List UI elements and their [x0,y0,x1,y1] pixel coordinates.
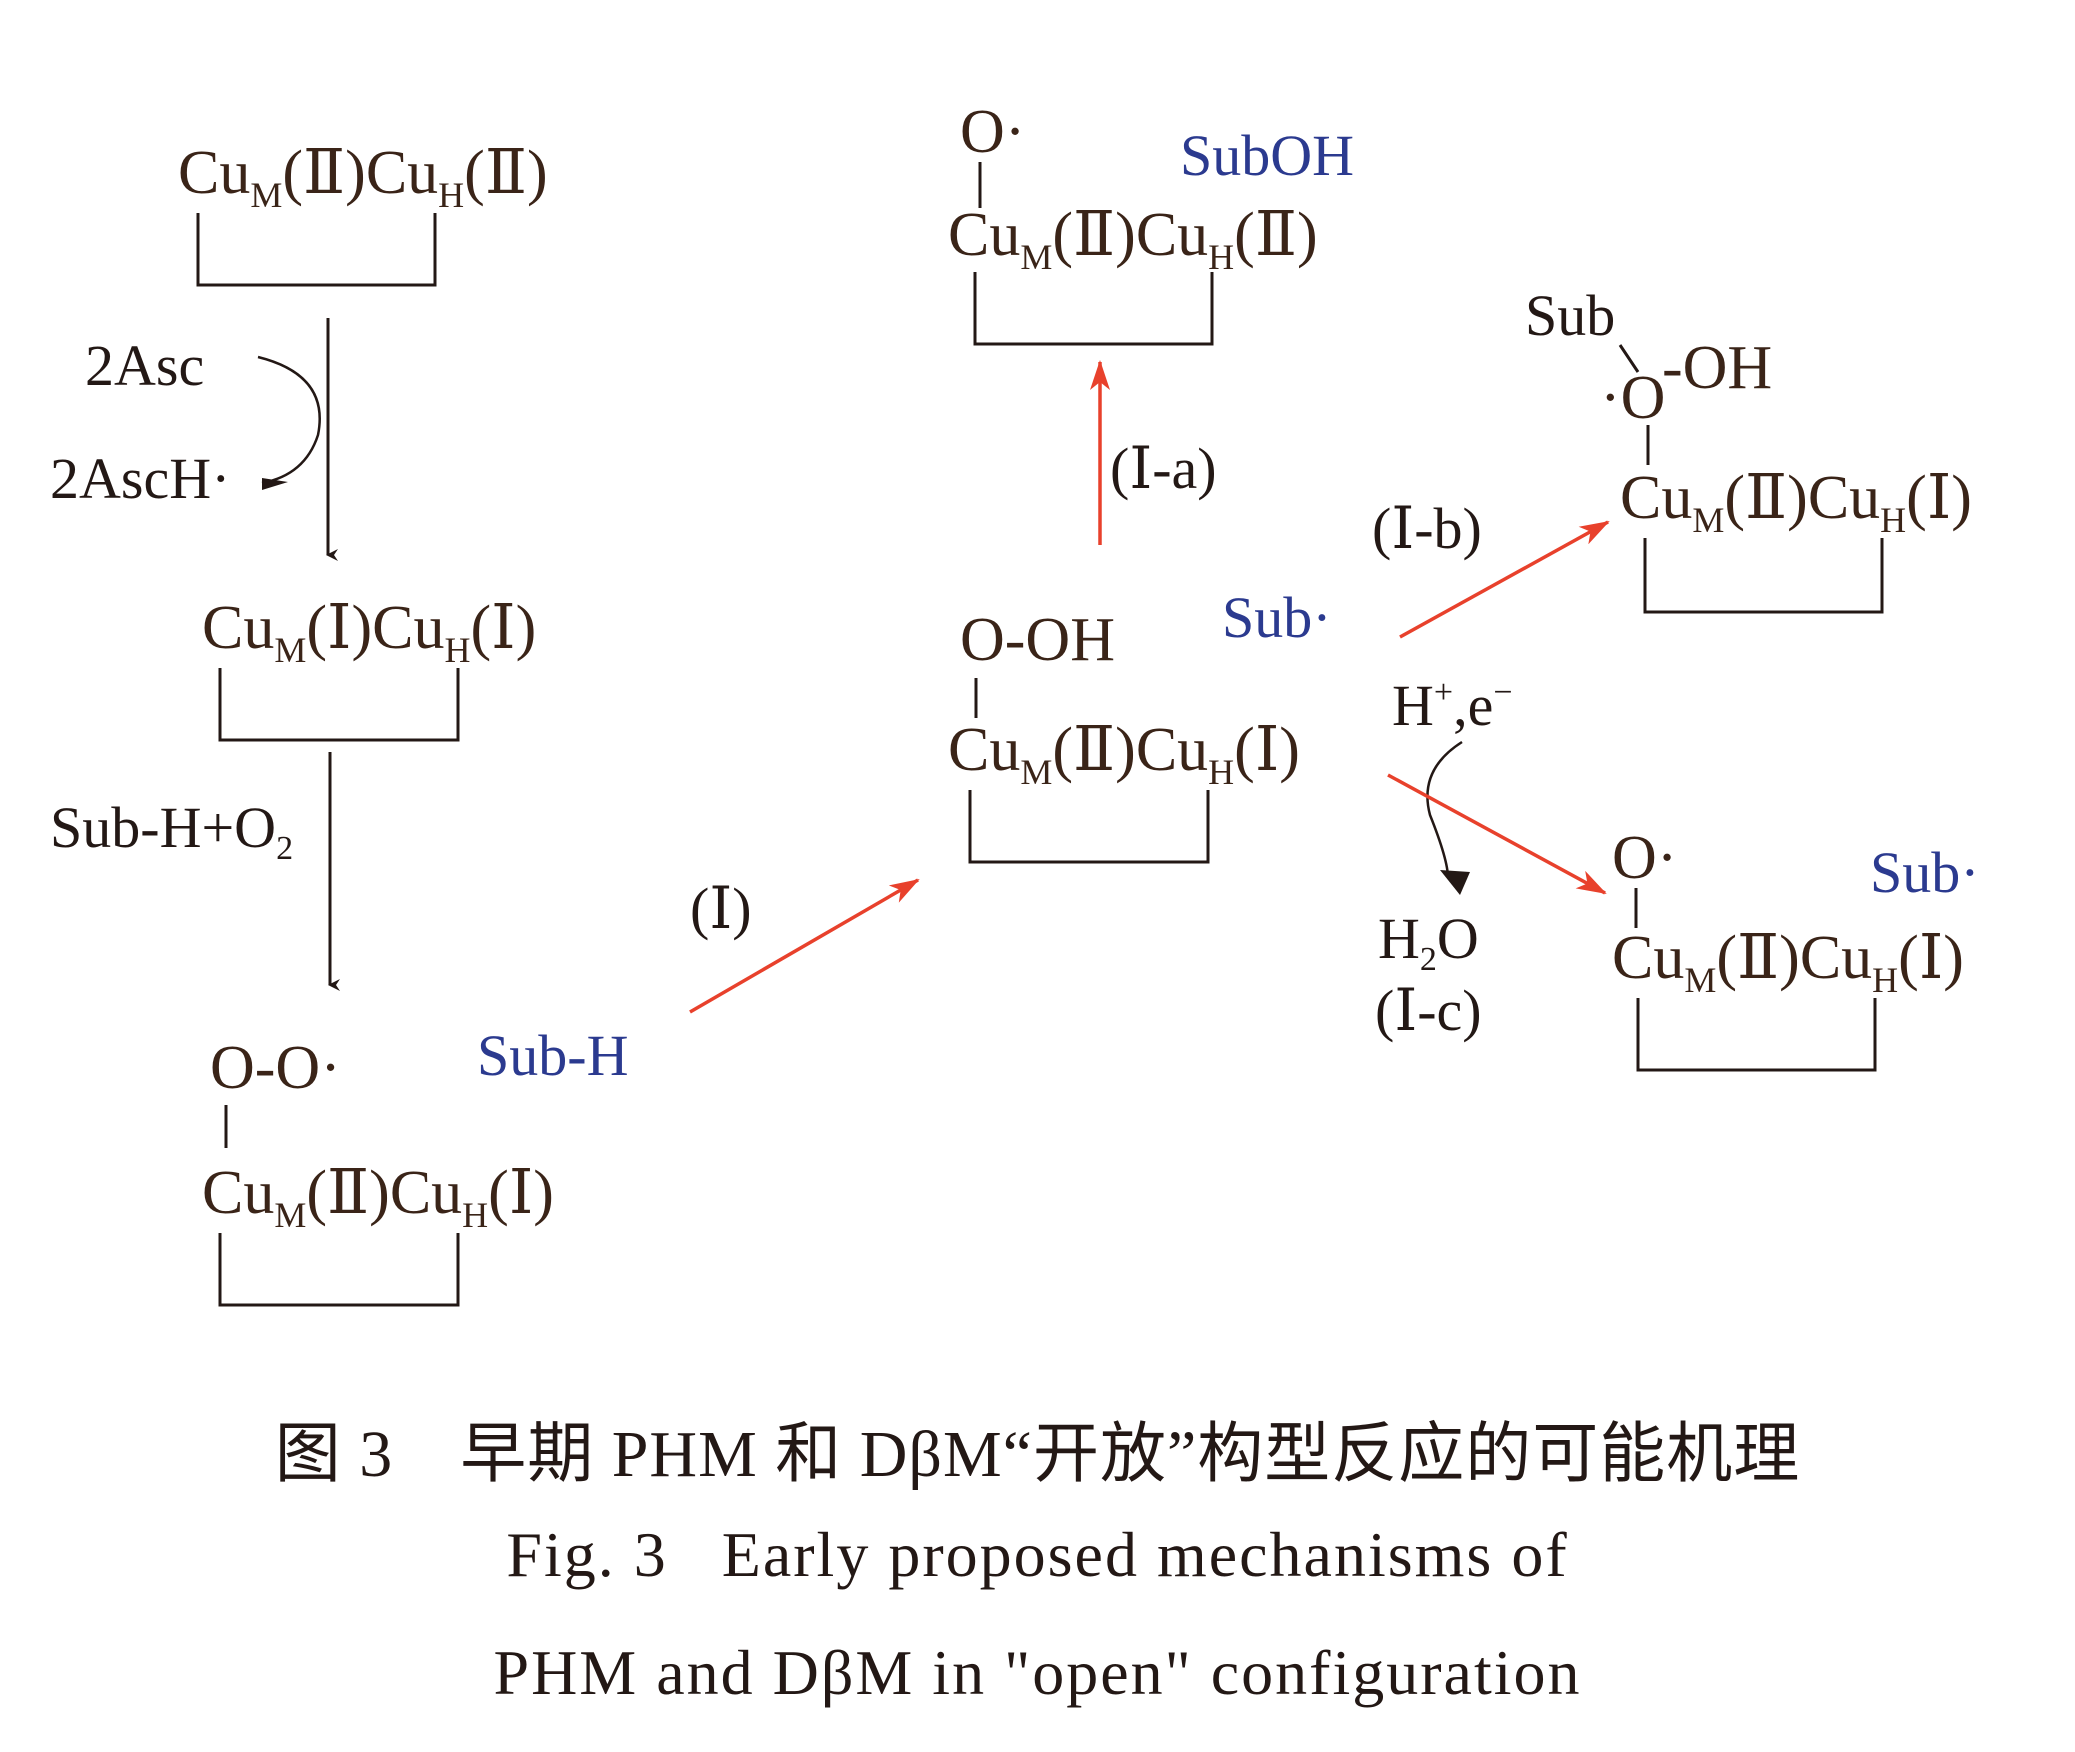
asc-label: 2Asc [85,333,204,398]
complex-oxyl-cuII-cuI: O· CuM(Ⅱ)CuH(Ⅰ) [1612,824,1964,1072]
oh-label: -OH [1662,334,1772,402]
oxyl-label: O· [960,98,1025,166]
cu-h-oxidation: (Ⅱ) [464,139,547,207]
proton-electron-label: H+,e− [1392,673,1513,738]
path-I-label: (Ⅰ) [690,876,752,941]
complex-cuI-cuI: CuM(Ⅰ)CuH(Ⅰ) [202,594,536,742]
path-Ib-label: (Ⅰ-b) [1372,496,1482,561]
cu-h-subscript: H [438,175,464,215]
cu-m-oxidation: (Ⅱ) [282,139,365,207]
svg-text:CuM(Ⅱ)CuH(Ⅰ): CuM(Ⅱ)CuH(Ⅰ) [948,716,1300,792]
arrow-path-Ic [1387,773,1607,895]
o-radical-label: ·O [1600,364,1665,432]
oxyl-label: O· [1612,824,1677,892]
bridge-line [218,1233,460,1307]
sub-radical-label: Sub· [1870,840,1980,905]
bridge-line [1643,538,1884,614]
cu-h-label: Cu [366,139,438,207]
bridge-line [1636,998,1877,1072]
h2o-label: H2O [1378,906,1479,978]
svg-text:CuM(Ⅱ)CuH(Ⅰ): CuM(Ⅱ)CuH(Ⅰ) [1620,464,1972,540]
hydroperoxo-label: O-OH [960,606,1115,674]
svg-text:CuM(Ⅰ)CuH(Ⅰ): CuM(Ⅰ)CuH(Ⅰ) [202,594,536,670]
path-Ia-label: (Ⅰ-a) [1110,436,1217,501]
bridge-line [196,213,437,287]
caption-zh: 图 3 早期 PHM 和 DβM“开放”构型反应的可能机理 [274,1418,1801,1491]
superoxo-label: O-O· [210,1034,341,1102]
svg-text:CuM(Ⅱ)CuH(Ⅰ): CuM(Ⅱ)CuH(Ⅰ) [202,1159,554,1235]
subh-o2-label: Sub-H+O2 [50,795,293,867]
sub-label: Sub [1525,283,1615,348]
curved-arrow-water [1426,740,1463,879]
bridge-line [218,668,460,742]
arrow-path-Ib [1399,520,1610,639]
complex-cuII-cuII: CuM(Ⅱ)CuH(Ⅱ) [178,139,548,287]
cu-m-subscript: M [250,175,282,215]
curved-arrow-asc [257,355,321,485]
complex-superoxo: O-O· CuM(Ⅱ)CuH(Ⅰ) [202,1034,554,1307]
cu-m-label: Cu [178,139,250,207]
caption-en-line2: PHM and DβM in "open" configuration [493,1637,1582,1708]
bridge-line [973,272,1214,346]
complex-sub-peroxide: Sub ·O -OH CuM(Ⅱ)CuH(Ⅰ) [1525,283,1972,614]
suboh-label: SubOH [1180,123,1354,188]
sub-radical-label: Sub· [1222,585,1332,650]
sub-o-bond [1618,344,1640,373]
curved-arrow-head-water [1440,870,1470,895]
complex-oxyl-cuII-cuII: O· CuM(Ⅱ)CuH(Ⅱ) [948,98,1318,346]
arrow-path-I [689,878,920,1014]
svg-text:CuM(Ⅱ)CuH(Ⅱ): CuM(Ⅱ)CuH(Ⅱ) [948,201,1318,277]
subh-label: Sub-H [477,1023,628,1088]
bridge-line [968,790,1210,864]
path-Ic-label: (Ⅰ-c) [1375,978,1482,1043]
svg-text:CuM(Ⅱ)CuH(Ⅱ): CuM(Ⅱ)CuH(Ⅱ) [178,139,548,215]
curved-arrow-head-asc [262,478,288,490]
caption-en-line1: Fig. 3 Early proposed mechanisms of [506,1519,1569,1590]
asch-label: 2AscH· [50,446,230,511]
svg-text:CuM(Ⅱ)CuH(Ⅰ): CuM(Ⅱ)CuH(Ⅰ) [1612,924,1964,1000]
complex-hydroperoxo: O-OH CuM(Ⅱ)CuH(Ⅰ) [948,606,1300,864]
